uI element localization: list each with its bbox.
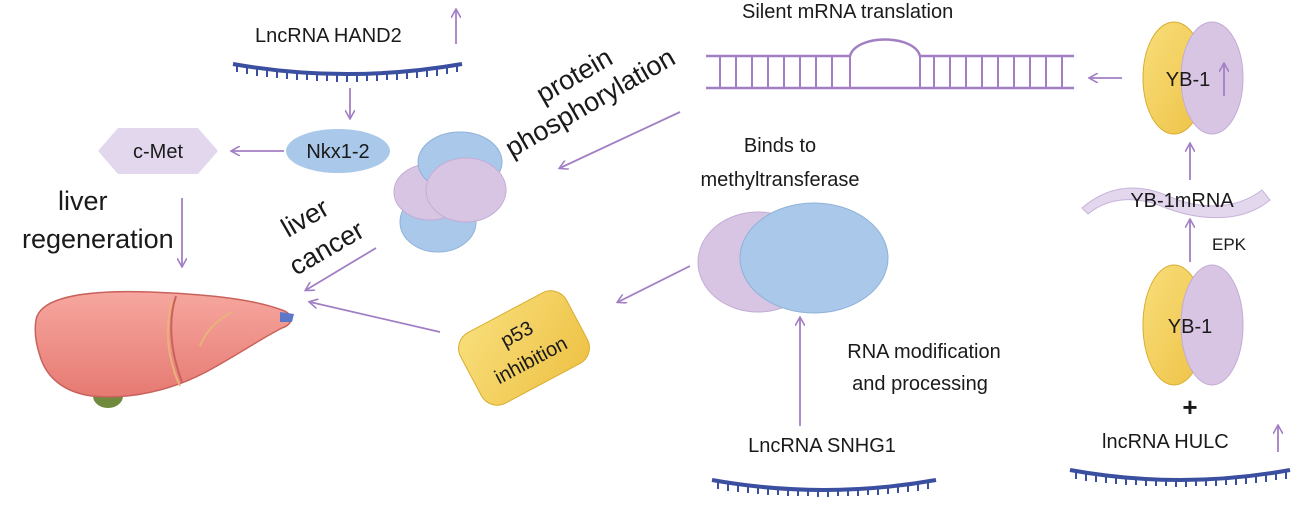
arrow-protein-to-liver: [306, 247, 377, 290]
yb1-bottom-label: YB-1: [1168, 316, 1212, 338]
silent-translation-mrna-ladder: [706, 38, 1074, 90]
liver-regeneration-label-2: regeneration: [22, 224, 174, 254]
p53-inhibition-node: [458, 290, 590, 406]
snhg1-rna-strand: [711, 478, 937, 497]
methyltransferase-complex: [697, 202, 889, 314]
yb1-top-protein: [1142, 21, 1244, 135]
yb1-bottom-protein: [1142, 264, 1244, 386]
hulc-label: lncRNA HULC: [1102, 431, 1229, 453]
nkx-node: [286, 129, 390, 173]
arrow-translation-to-protein: [560, 111, 681, 168]
hand2-rna-strand: [232, 62, 463, 82]
yb1mrna-label: YB-1mRNA: [1130, 190, 1234, 212]
cmet-node: [98, 128, 218, 174]
snhg1-label: LncRNA SNHG1: [748, 435, 896, 457]
rna-modification-label-2: and processing: [852, 373, 988, 395]
arrow-methyltransferase-to-p53: [618, 265, 691, 302]
binds-label-2: methyltransferase: [701, 169, 860, 191]
binds-label-1: Binds to: [744, 135, 816, 157]
hand2-label: LncRNA HAND2: [255, 25, 402, 47]
arrow-p53-to-liver: [310, 302, 441, 333]
protein-cluster-icon: [393, 131, 507, 253]
nkx-label: Nkx1-2: [306, 141, 369, 163]
yb1-top-label: YB-1: [1166, 69, 1210, 91]
plus-sign: +: [1182, 392, 1197, 422]
liver-regeneration-label-1: liver: [58, 186, 108, 216]
rna-modification-label-1: RNA modification: [847, 341, 1000, 363]
hulc-rna-strand: [1069, 468, 1291, 487]
epk-label: EPK: [1212, 235, 1247, 254]
cmet-label: c-Met: [133, 141, 183, 163]
liver-illustration: [34, 290, 294, 408]
silent-translation-label: Silent mRNA translation: [742, 1, 953, 23]
yb1-mrna-strand: [1081, 187, 1271, 219]
